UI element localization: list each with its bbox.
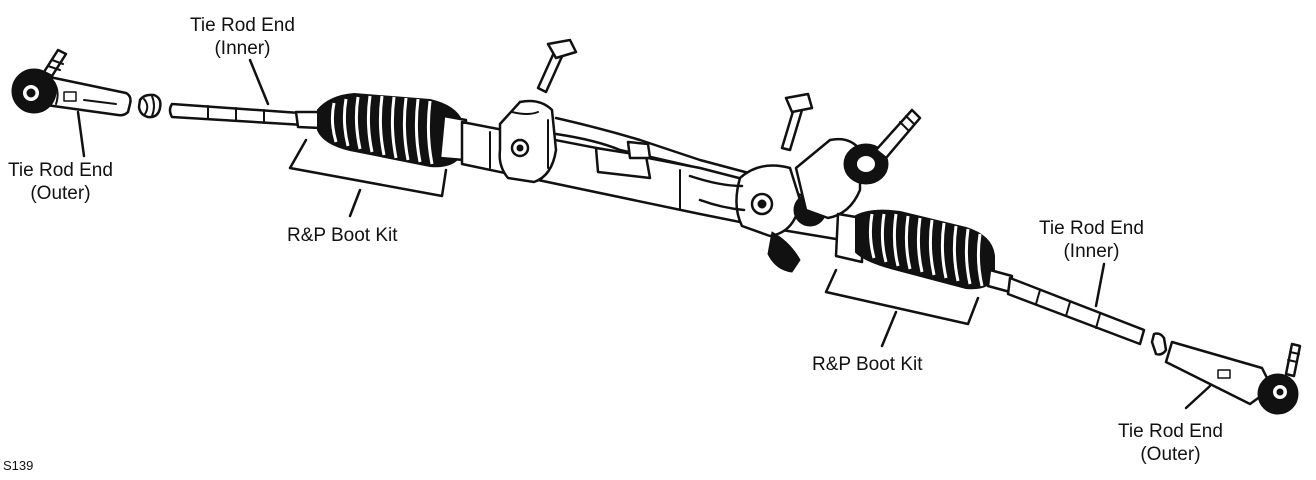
label-tie-rod-inner-right: Tie Rod End (Inner) [1039,218,1144,262]
label-tie-rod-inner-left: Tie Rod End (Inner) [190,15,295,59]
leader-lines [76,58,1212,410]
label-tie-rod-outer-left: Tie Rod End (Outer) [8,160,113,204]
left-outer-tie-rod-end [11,48,162,119]
label-boot-kit-left: R&P Boot Kit [287,225,398,246]
rack-housing [460,38,922,273]
left-inner-tie-rod [168,102,322,130]
left-rack-boot [317,92,468,168]
label-tie-rod-outer-right: Tie Rod End (Outer) [1118,421,1223,465]
figure-id: S139 [3,458,34,473]
label-boot-kit-right: R&P Boot Kit [812,354,923,375]
right-inner-tie-rod [986,268,1146,346]
right-rack-boot [834,209,995,290]
right-outer-tie-rod-end [1150,332,1302,415]
